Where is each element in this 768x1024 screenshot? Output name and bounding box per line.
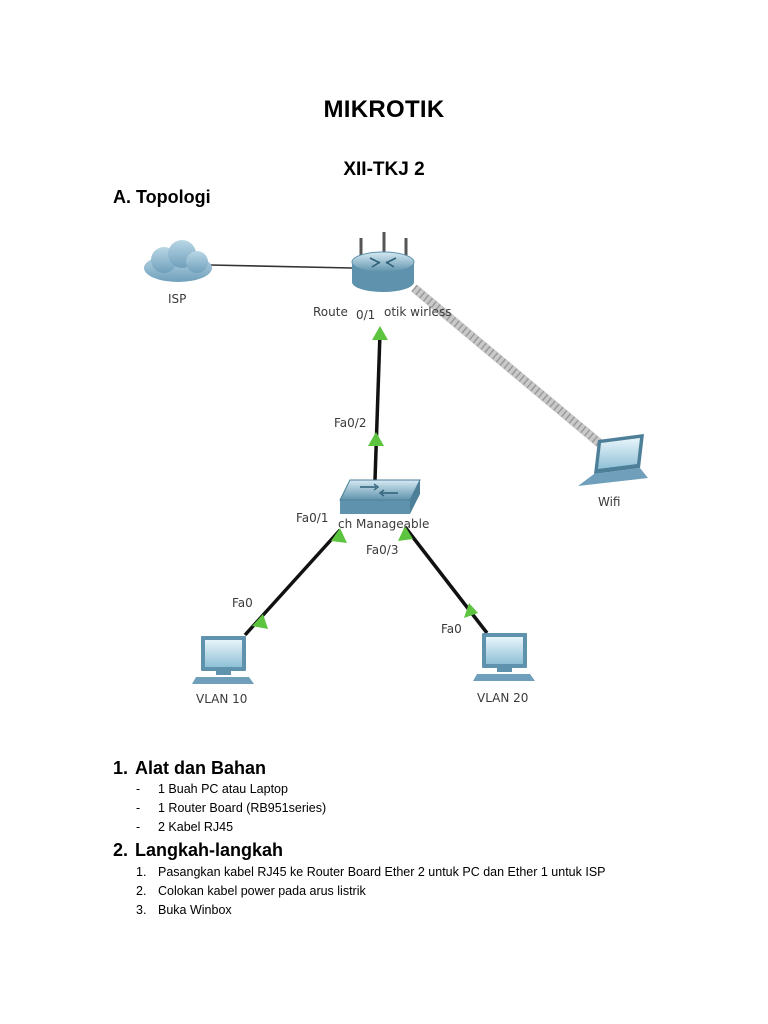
router-port-label: 0/1	[356, 308, 375, 322]
list-item: -1 Buah PC atau Laptop	[136, 782, 288, 796]
pc-vlan10-icon	[192, 636, 254, 684]
list-item: 1.Pasangkan kabel RJ45 ke Router Board E…	[136, 865, 606, 879]
isp-label: ISP	[168, 292, 186, 306]
router-label: Route	[313, 305, 348, 319]
port-label-switch-pc2: Fa0/3	[366, 543, 398, 557]
list-item: -1 Router Board (RB951series)	[136, 801, 327, 815]
wifi-label: Wifi	[598, 495, 621, 509]
section-alat-bahan-heading: 1. Alat dan Bahan	[113, 758, 266, 779]
link-switch-pc2	[403, 525, 489, 635]
router-model-label: otik wirless	[384, 305, 451, 319]
list-item: -2 Kabel RJ45	[136, 820, 234, 834]
link-isp-router	[209, 264, 353, 269]
list-item: 2.Colokan kabel power pada arus listrik	[136, 884, 366, 898]
section-number: 1.	[113, 758, 129, 778]
port-label-pc2: Fa0	[441, 622, 462, 636]
port-indicator	[368, 432, 384, 446]
port-indicator	[252, 614, 268, 629]
section-langkah-heading: 2. Langkah-langkah	[113, 840, 283, 861]
pc-vlan20-icon	[473, 633, 535, 681]
switch-label: ch Manageable	[338, 517, 429, 531]
wireless-link	[411, 284, 607, 451]
langkah-list: 1.Pasangkan kabel RJ45 ke Router Board E…	[136, 863, 606, 920]
document-subtitle: XII-TKJ 2	[343, 159, 425, 180]
switch-icon	[339, 479, 421, 514]
port-indicator	[464, 603, 478, 618]
document-title: MIKROTIK	[323, 96, 445, 123]
section-number: 2.	[113, 840, 129, 860]
section-title: Alat dan Bahan	[135, 758, 267, 778]
pc-vlan20-label: VLAN 20	[477, 691, 528, 705]
section-title: Langkah-langkah	[135, 840, 284, 860]
alat-bahan-list: -1 Buah PC atau Laptop -1 Router Board (…	[136, 780, 326, 837]
laptop-icon	[578, 434, 648, 486]
port-indicator	[372, 326, 388, 340]
port-indicator	[331, 528, 347, 543]
port-label-router-switch: Fa0/2	[334, 416, 366, 430]
link-router-switch	[373, 332, 382, 481]
port-label-switch-pc1: Fa0/1	[296, 511, 328, 525]
wireless-router-icon	[351, 232, 415, 292]
section-topologi-heading: A. Topologi	[113, 187, 211, 207]
isp-cloud-icon	[144, 240, 212, 282]
list-item: 3.Buka Winbox	[136, 903, 232, 917]
pc-vlan10-label: VLAN 10	[196, 692, 247, 706]
port-label-pc1: Fa0	[232, 596, 253, 610]
port-indicator	[398, 526, 413, 541]
